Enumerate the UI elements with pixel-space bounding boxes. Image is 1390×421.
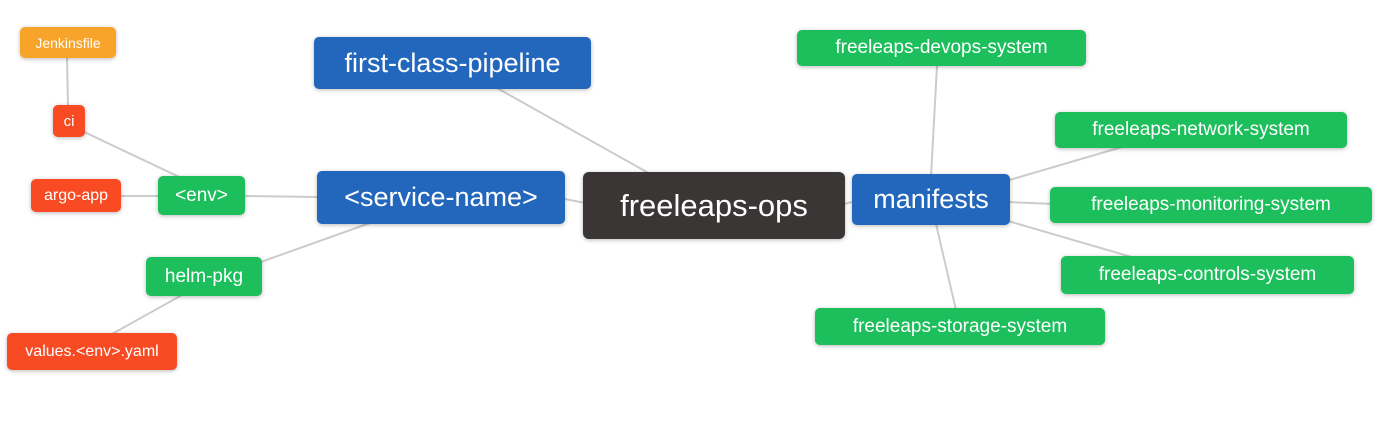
node-manifests[interactable]: manifests: [852, 174, 1010, 225]
node-ci[interactable]: ci: [53, 105, 85, 137]
edge-manifests-devops: [930, 65, 938, 177]
node-freeleaps-devops-system[interactable]: freeleaps-devops-system: [797, 30, 1086, 66]
edge-env-service-name: [243, 195, 319, 198]
edge-manifests-storage: [935, 223, 957, 311]
node-env[interactable]: <env>: [158, 176, 245, 215]
edge-manifests-network: [1005, 146, 1123, 182]
node-helm-pkg[interactable]: helm-pkg: [146, 257, 262, 296]
edge-ci-env: [79, 129, 193, 184]
edge-jenkinsfile-ci: [66, 56, 69, 107]
edge-service-name-helm-pkg: [257, 222, 371, 264]
node-freeleaps-storage-system[interactable]: freeleaps-storage-system: [815, 308, 1105, 345]
node-values-env-yaml[interactable]: values.<env>.yaml: [7, 333, 177, 370]
node-freeleaps-controls-system[interactable]: freeleaps-controls-system: [1061, 256, 1354, 294]
node-service-name[interactable]: <service-name>: [317, 171, 565, 224]
edge-helm-pkg-values: [111, 294, 183, 335]
node-argo-app[interactable]: argo-app: [31, 179, 121, 212]
node-freeleaps-monitoring-system[interactable]: freeleaps-monitoring-system: [1050, 187, 1372, 223]
node-freeleaps-network-system[interactable]: freeleaps-network-system: [1055, 112, 1347, 148]
edge-pipeline-ops: [496, 87, 653, 176]
node-freeleaps-ops-root[interactable]: freeleaps-ops: [583, 172, 845, 239]
edge-manifests-controls: [1007, 220, 1136, 259]
edge-manifests-monitoring: [1007, 201, 1055, 205]
node-jenkinsfile[interactable]: Jenkinsfile: [20, 27, 116, 58]
node-first-class-pipeline[interactable]: first-class-pipeline: [314, 37, 591, 89]
